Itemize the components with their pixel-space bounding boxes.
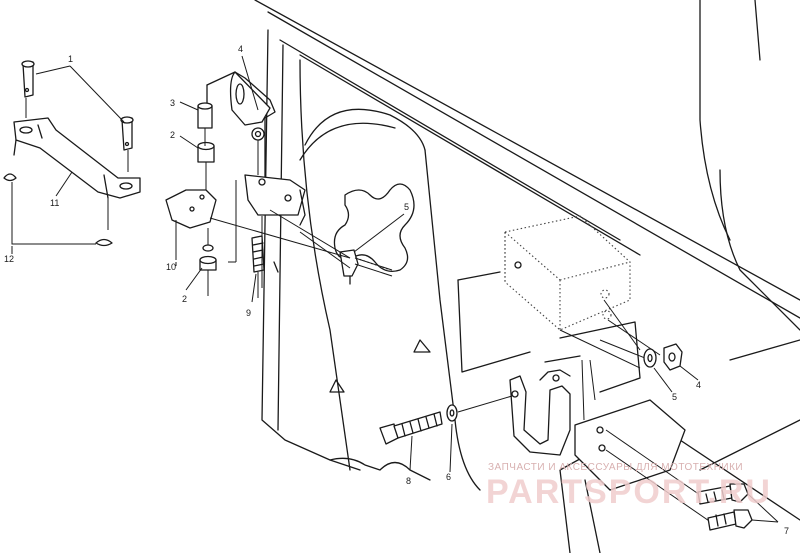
bolt-8 [379, 395, 513, 445]
callout-4-top: 4 [238, 44, 243, 54]
bolts-7 [697, 483, 753, 531]
pivot-bracket [165, 102, 265, 298]
tie-link-assembly [3, 60, 141, 247]
callout-12: 12 [4, 254, 14, 264]
callout-labels: 1 3 2 4 11 12 10 2 9 5 5 4 8 6 7 [4, 44, 789, 536]
callout-3: 3 [170, 98, 175, 108]
callout-1: 1 [68, 54, 73, 64]
callout-2-top: 2 [170, 130, 175, 140]
callout-11: 11 [50, 198, 59, 208]
callout-7: 7 [784, 526, 789, 536]
callout-2-bottom: 2 [182, 294, 187, 304]
callout-5-left: 5 [404, 202, 409, 212]
chassis-frame [254, 0, 800, 553]
callout-leaders [11, 55, 779, 523]
callout-8: 8 [406, 476, 411, 486]
callout-9: 9 [246, 308, 251, 318]
watermark-logo: PARTSPORT.RU [486, 473, 772, 511]
callout-10: 10 [166, 262, 176, 272]
watermark: ЗАПЧАСТИ И АКСЕССУАРЫ ДЛЯ МОТОТЕХНИКИ PA… [486, 462, 772, 511]
callout-6: 6 [446, 472, 451, 482]
callout-5-right: 5 [672, 392, 677, 402]
callout-4-right: 4 [696, 380, 701, 390]
alignment-lines [209, 209, 351, 288]
mount-bracket [206, 71, 306, 226]
watermark-tagline: ЗАПЧАСТИ И АКСЕССУАРЫ ДЛЯ МОТОТЕХНИКИ [488, 462, 743, 473]
